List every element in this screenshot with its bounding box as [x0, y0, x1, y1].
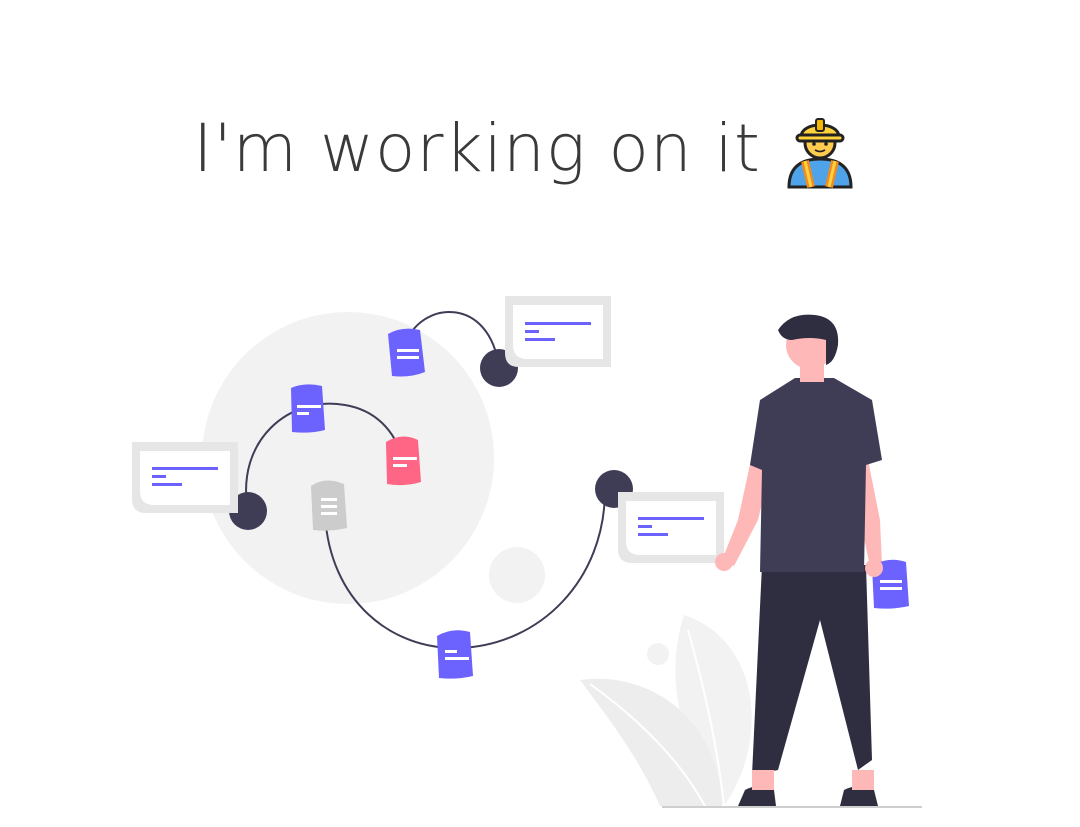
small-circle [489, 547, 545, 603]
message-card [618, 492, 724, 563]
message-card [132, 442, 238, 513]
document-icon [388, 328, 425, 377]
background-circle [202, 312, 494, 604]
heading-text: I'm working on it [193, 110, 761, 188]
construction-worker-icon [783, 109, 857, 189]
page-heading: I'm working on it [0, 100, 1050, 194]
node-dot [229, 492, 267, 530]
document-icon [291, 384, 325, 433]
document-icon [311, 480, 347, 531]
small-dot [647, 643, 669, 665]
message-card [505, 296, 611, 367]
person [715, 314, 909, 806]
document-icon [386, 436, 421, 486]
plant [580, 615, 752, 807]
document-icon [437, 630, 473, 679]
